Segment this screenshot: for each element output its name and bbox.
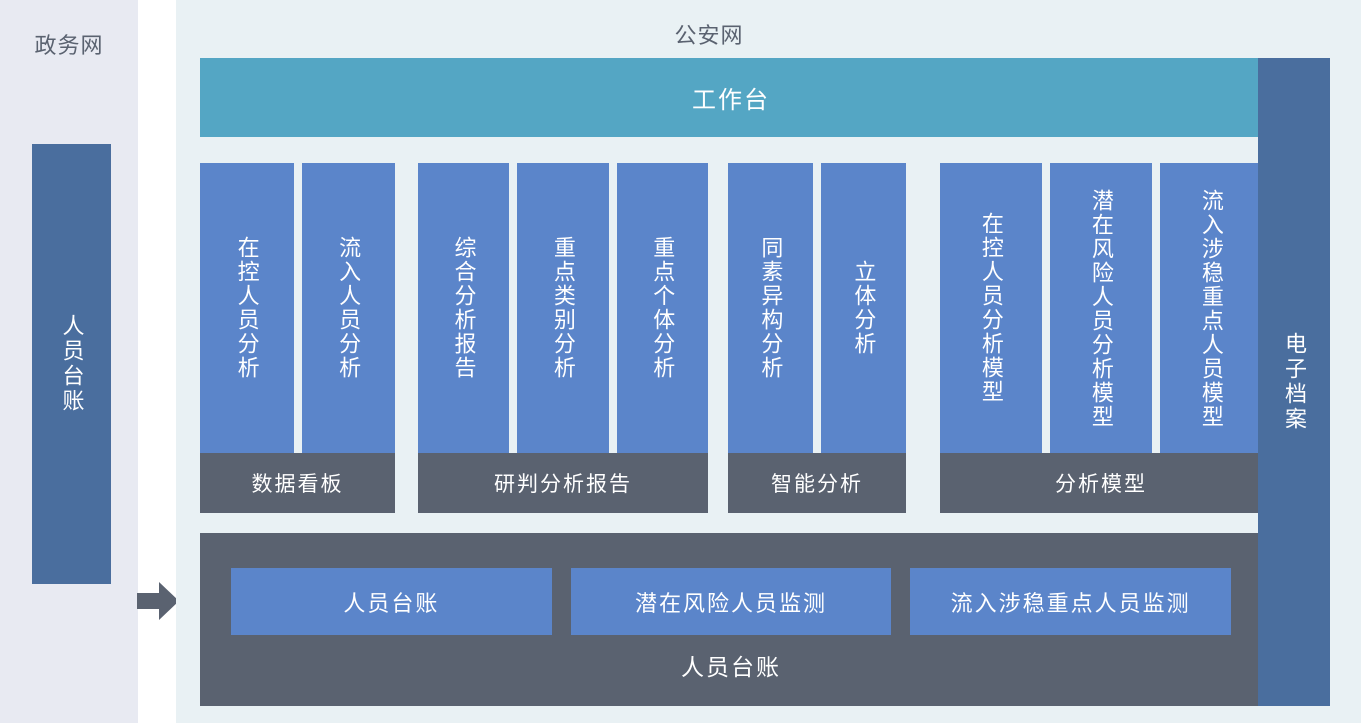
group-columns: 在控人员分析 流入人员分析	[200, 163, 395, 453]
ledger-tile[interactable]: 潜在风险人员监测	[570, 568, 892, 635]
group-columns: 在控人员分析模型 潜在风险人员分析模型 流入涉稳重点人员模型	[940, 163, 1262, 455]
group-footer-label: 研判分析报告	[418, 453, 708, 513]
group-columns: 同素异构分析 立体分析	[728, 163, 906, 453]
group-footer-label: 智能分析	[728, 453, 906, 513]
ledger-tile[interactable]: 人员台账	[231, 568, 552, 635]
column-tile[interactable]: 重点个体分析	[616, 163, 708, 453]
column-tile[interactable]: 流入涉稳重点人员模型	[1160, 163, 1262, 455]
group-footer-label: 分析模型	[940, 453, 1262, 513]
capability-groups-row: 在控人员分析 流入人员分析 数据看板 综合分析报告 重点类别分析 重点个体分析 …	[200, 163, 1262, 513]
police-network-title: 公安网	[674, 23, 744, 48]
column-tile[interactable]: 综合分析报告	[418, 163, 510, 453]
government-network-zone: 政务网 人员台账	[0, 0, 138, 723]
column-tile[interactable]: 重点类别分析	[517, 163, 609, 453]
right-arrow-icon	[137, 582, 179, 620]
column-tile[interactable]: 同素异构分析	[728, 163, 813, 453]
group-analysis-model: 在控人员分析模型 潜在风险人员分析模型 流入涉稳重点人员模型 分析模型	[940, 163, 1262, 513]
group-data-dashboard: 在控人员分析 流入人员分析 数据看板	[200, 163, 395, 513]
personnel-ledger-boxes: 人员台账 潜在风险人员监测 流入涉稳重点人员监测	[231, 568, 1232, 635]
group-columns: 综合分析报告 重点类别分析 重点个体分析	[418, 163, 708, 453]
government-personnel-ledger-box[interactable]: 人员台账	[32, 144, 111, 584]
column-tile[interactable]: 潜在风险人员分析模型	[1050, 163, 1152, 455]
ledger-tile[interactable]: 流入涉稳重点人员监测	[910, 568, 1232, 635]
group-footer-label: 数据看板	[200, 453, 395, 513]
group-judgment-analysis-report: 综合分析报告 重点类别分析 重点个体分析 研判分析报告	[418, 163, 708, 513]
personnel-ledger-panel-caption: 人员台账	[681, 654, 781, 680]
government-network-title: 政务网	[34, 33, 104, 58]
column-tile[interactable]: 立体分析	[821, 163, 906, 453]
personnel-ledger-panel: 人员台账 潜在风险人员监测 流入涉稳重点人员监测 人员台账	[200, 533, 1262, 706]
column-tile[interactable]: 在控人员分析	[200, 163, 294, 453]
workbench-bar[interactable]: 工作台	[200, 58, 1262, 137]
police-network-zone: 公安网 工作台 在控人员分析 流入人员分析 数据看板 综合分析报告 重点类别分析…	[176, 0, 1361, 723]
group-intelligent-analysis: 同素异构分析 立体分析 智能分析	[728, 163, 906, 513]
column-tile[interactable]: 流入人员分析	[301, 163, 395, 453]
electronic-archive-box[interactable]: 电子档案	[1258, 58, 1330, 706]
column-tile[interactable]: 在控人员分析模型	[940, 163, 1042, 453]
